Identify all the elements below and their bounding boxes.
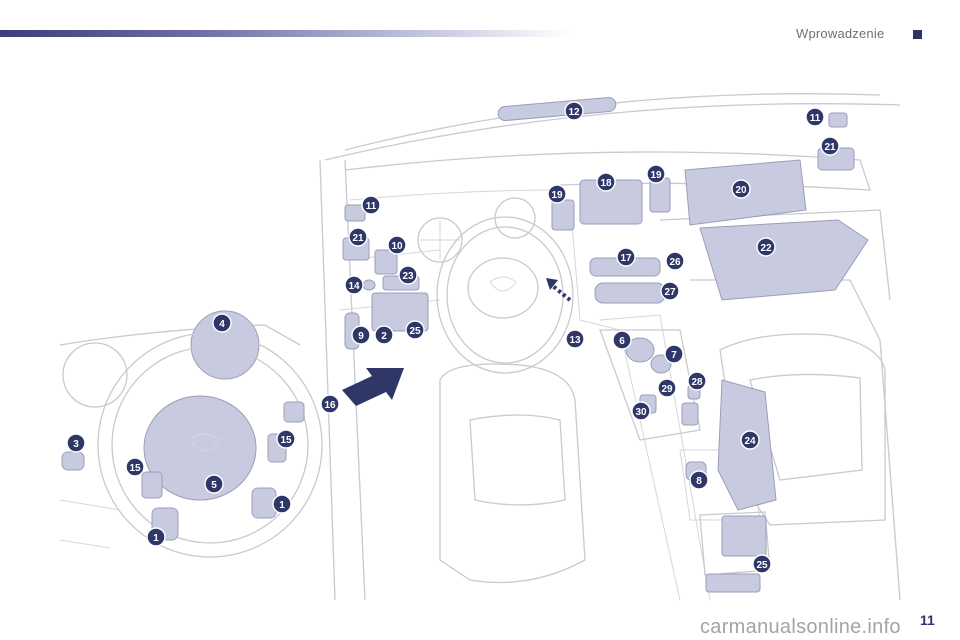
svg-text:10: 10 bbox=[391, 241, 403, 252]
cabin-outline bbox=[319, 93, 901, 601]
callout-15a: 15 bbox=[276, 429, 296, 449]
svg-text:15: 15 bbox=[280, 435, 292, 446]
svg-text:2: 2 bbox=[381, 331, 387, 342]
callout-1b: 1 bbox=[272, 494, 292, 514]
svg-text:5: 5 bbox=[211, 480, 217, 491]
svg-text:25: 25 bbox=[756, 560, 768, 571]
svg-text:6: 6 bbox=[619, 336, 625, 347]
callout-10: 10 bbox=[387, 235, 407, 255]
callout-7: 7 bbox=[664, 344, 684, 364]
callout-8: 8 bbox=[689, 470, 709, 490]
callout-16: 16 bbox=[320, 394, 340, 414]
callout-17: 17 bbox=[616, 247, 636, 267]
callout-9: 9 bbox=[351, 325, 371, 345]
callout-15b: 15 bbox=[125, 457, 145, 477]
steering-wheel-inset bbox=[59, 310, 323, 558]
svg-text:25: 25 bbox=[409, 326, 421, 337]
callout-23: 23 bbox=[398, 265, 418, 285]
svg-text:21: 21 bbox=[824, 142, 836, 153]
callout-29: 29 bbox=[657, 378, 677, 398]
svg-text:4: 4 bbox=[219, 319, 225, 330]
callout-26: 26 bbox=[665, 251, 685, 271]
callout-badges: 1 1 2 3 4 5 6 7 8 9 10 11 11 12 13 14 15… bbox=[66, 101, 840, 574]
callout-12: 12 bbox=[564, 101, 584, 121]
svg-text:16: 16 bbox=[324, 400, 336, 411]
svg-text:15: 15 bbox=[129, 463, 141, 474]
svg-text:11: 11 bbox=[810, 113, 821, 124]
callout-25b: 25 bbox=[752, 554, 772, 574]
callout-24: 24 bbox=[740, 430, 760, 450]
svg-text:9: 9 bbox=[358, 331, 364, 342]
callout-5: 5 bbox=[204, 474, 224, 494]
header-square-marker bbox=[913, 30, 922, 39]
svg-text:17: 17 bbox=[620, 253, 632, 264]
watermark: carmanualsonline.info bbox=[700, 616, 901, 638]
callout-11b: 11 bbox=[805, 107, 825, 127]
callout-3: 3 bbox=[66, 433, 86, 453]
svg-text:20: 20 bbox=[735, 185, 747, 196]
page-number: 11 bbox=[920, 612, 935, 628]
callout-21a: 21 bbox=[348, 227, 368, 247]
section-title: Wprowadzenie bbox=[796, 26, 885, 41]
svg-text:18: 18 bbox=[600, 178, 612, 189]
svg-text:11: 11 bbox=[366, 201, 377, 212]
svg-text:23: 23 bbox=[402, 271, 414, 282]
callout-30: 30 bbox=[631, 401, 651, 421]
svg-text:1: 1 bbox=[153, 533, 159, 544]
callout-13: 13 bbox=[565, 329, 585, 349]
callout-28: 28 bbox=[687, 371, 707, 391]
callout-20: 20 bbox=[731, 179, 751, 199]
svg-text:7: 7 bbox=[671, 350, 677, 361]
callout-19a: 19 bbox=[547, 184, 567, 204]
callout-18: 18 bbox=[596, 172, 616, 192]
header-accent-bar bbox=[0, 30, 570, 37]
svg-text:27: 27 bbox=[664, 287, 676, 298]
instrument-cluster bbox=[417, 197, 536, 263]
svg-text:3: 3 bbox=[73, 439, 79, 450]
svg-text:13: 13 bbox=[569, 335, 581, 346]
svg-text:1: 1 bbox=[279, 500, 285, 511]
svg-text:8: 8 bbox=[696, 476, 702, 487]
svg-text:21: 21 bbox=[352, 233, 364, 244]
svg-text:28: 28 bbox=[691, 377, 703, 388]
callout-19b: 19 bbox=[646, 164, 666, 184]
svg-text:26: 26 bbox=[669, 257, 681, 268]
svg-text:22: 22 bbox=[760, 243, 772, 254]
callout-27: 27 bbox=[660, 281, 680, 301]
callout-11a: 11 bbox=[361, 195, 381, 215]
svg-text:12: 12 bbox=[568, 107, 580, 118]
svg-text:14: 14 bbox=[348, 281, 360, 292]
svg-text:24: 24 bbox=[744, 436, 756, 447]
callout-25a: 25 bbox=[405, 320, 425, 340]
svg-text:19: 19 bbox=[650, 170, 662, 181]
direction-arrows bbox=[342, 278, 572, 406]
svg-text:30: 30 bbox=[635, 407, 647, 418]
callout-2: 2 bbox=[374, 325, 394, 345]
callout-4: 4 bbox=[212, 313, 232, 333]
callout-22: 22 bbox=[756, 237, 776, 257]
callout-14: 14 bbox=[344, 275, 364, 295]
highlighted-controls bbox=[342, 96, 869, 593]
svg-text:29: 29 bbox=[661, 384, 673, 395]
callout-6: 6 bbox=[612, 330, 632, 350]
callout-21b: 21 bbox=[820, 136, 840, 156]
svg-text:19: 19 bbox=[551, 190, 563, 201]
callout-1a: 1 bbox=[146, 527, 166, 547]
